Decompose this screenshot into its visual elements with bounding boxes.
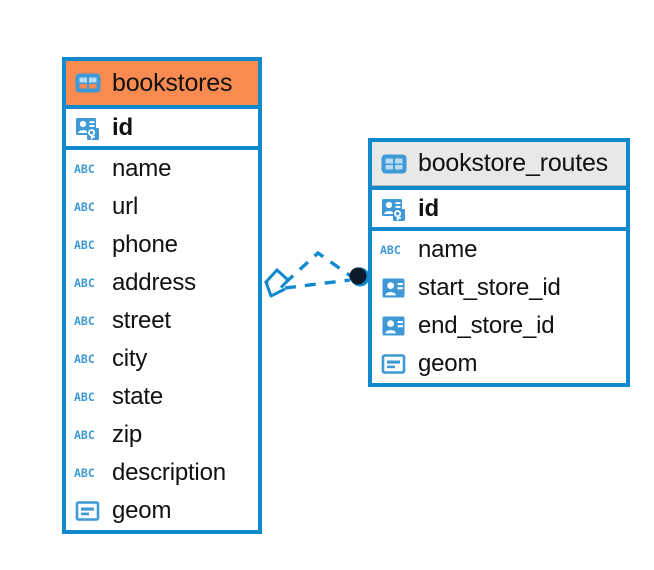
field-label: address xyxy=(112,269,196,296)
field-label: name xyxy=(112,155,172,182)
field-label: url xyxy=(112,193,139,220)
entity-header: bookstores xyxy=(66,61,258,105)
geometry-icon xyxy=(73,496,103,526)
svg-text:ABC: ABC xyxy=(74,162,95,176)
relationship-line-lower xyxy=(284,278,351,290)
field-label: city xyxy=(112,345,148,372)
geometry-icon xyxy=(379,349,409,379)
abc-icon: ABC xyxy=(73,306,103,336)
relationship-line-upper xyxy=(283,250,353,285)
entity-table-bookstore-routes[interactable]: bookstore_routes id xyxy=(368,138,630,387)
entity-title: bookstores xyxy=(112,68,233,97)
svg-text:ABC: ABC xyxy=(74,352,95,366)
abc-icon: ABC xyxy=(73,230,103,260)
abc-icon: ABC xyxy=(73,420,103,450)
field-label: id xyxy=(112,113,133,141)
field-row[interactable]: geom xyxy=(66,492,258,530)
field-row[interactable]: ABC name xyxy=(372,231,626,269)
field-row[interactable]: end_store_id xyxy=(372,307,626,345)
field-label: name xyxy=(418,236,478,263)
field-label: zip xyxy=(112,421,143,448)
field-row[interactable]: ABC zip xyxy=(66,416,258,454)
abc-icon: ABC xyxy=(73,344,103,374)
field-label: end_store_id xyxy=(418,312,555,339)
svg-text:ABC: ABC xyxy=(74,276,95,290)
field-label: state xyxy=(112,383,164,410)
svg-text:ABC: ABC xyxy=(74,200,95,214)
svg-text:ABC: ABC xyxy=(74,390,95,404)
field-label: street xyxy=(112,307,171,334)
svg-text:ABC: ABC xyxy=(74,428,95,442)
field-row[interactable]: start_store_id xyxy=(372,269,626,307)
field-row[interactable]: geom xyxy=(372,345,626,383)
svg-text:ABC: ABC xyxy=(74,314,95,328)
entity-title: bookstore_routes xyxy=(418,149,608,177)
circle-marker xyxy=(349,267,370,287)
abc-icon: ABC xyxy=(73,192,103,222)
abc-icon: ABC xyxy=(73,154,103,184)
entity-table-bookstores[interactable]: bookstores id xyxy=(62,57,262,534)
field-row[interactable]: ABC url xyxy=(66,188,258,226)
table-icon xyxy=(73,68,103,98)
foreign-key-icon xyxy=(379,311,409,341)
field-row[interactable]: ABC street xyxy=(66,302,258,340)
primary-key-icon xyxy=(73,113,103,143)
field-row[interactable]: ABC phone xyxy=(66,226,258,264)
svg-text:ABC: ABC xyxy=(74,466,95,480)
field-row[interactable]: ABC name xyxy=(66,150,258,188)
field-row[interactable]: ABC address xyxy=(66,264,258,302)
abc-icon: ABC xyxy=(73,458,103,488)
entity-header: bookstore_routes xyxy=(372,142,626,186)
field-row[interactable]: ABC description xyxy=(66,454,258,492)
field-label: description xyxy=(112,459,226,486)
foreign-key-icon xyxy=(379,273,409,303)
diamond-marker xyxy=(263,267,291,298)
primary-key-icon xyxy=(379,194,409,224)
field-label: id xyxy=(418,194,439,222)
primary-key-row[interactable]: id xyxy=(372,186,626,231)
abc-icon: ABC xyxy=(379,235,409,265)
field-row[interactable]: ABC state xyxy=(66,378,258,416)
abc-icon: ABC xyxy=(73,268,103,298)
abc-icon: ABC xyxy=(73,382,103,412)
table-icon xyxy=(379,149,409,179)
field-row[interactable]: ABC city xyxy=(66,340,258,378)
field-label: geom xyxy=(418,350,478,377)
svg-text:ABC: ABC xyxy=(380,243,401,257)
svg-text:ABC: ABC xyxy=(74,238,95,252)
field-label: phone xyxy=(112,231,178,258)
field-label: geom xyxy=(112,497,172,524)
field-label: start_store_id xyxy=(418,274,561,301)
primary-key-row[interactable]: id xyxy=(66,105,258,150)
